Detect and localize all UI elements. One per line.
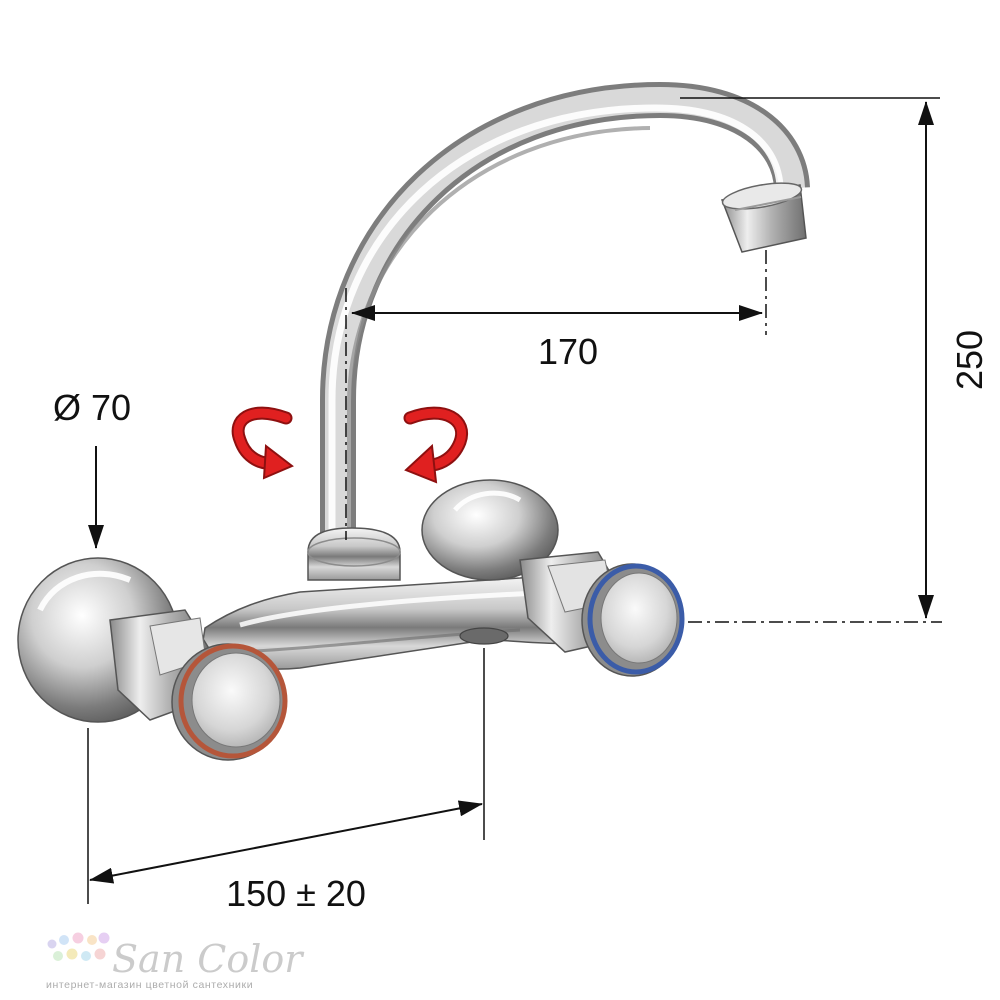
hot-indicator-ring	[178, 643, 288, 759]
aerator	[720, 182, 807, 253]
brand-watermark: San Color интернет-магазин цветной санте…	[46, 932, 305, 991]
rotate-arrow-icon	[231, 406, 294, 480]
spout	[320, 81, 810, 544]
diameter-label: Ø 70	[53, 387, 131, 428]
brand-name: San Color	[112, 937, 305, 981]
hot-handle	[171, 643, 288, 761]
spout-collar	[307, 527, 401, 581]
brand-logo-dots	[47, 932, 110, 961]
cold-indicator-ring	[587, 563, 685, 675]
reach-dimension-label: 170	[538, 331, 598, 372]
rotate-arrow-right	[403, 406, 468, 484]
brand-tagline: интернет-магазин цветной сантехники	[46, 979, 253, 991]
rotate-arrow-left	[231, 406, 294, 480]
center-distance-label: 150 ± 20	[226, 873, 366, 914]
right-wall-flange	[421, 479, 559, 581]
center-distance-dimension-line	[89, 800, 483, 884]
height-dimension-label: 250	[949, 330, 990, 390]
faucet-illustration	[17, 81, 810, 761]
rotate-arrow-icon	[403, 406, 468, 484]
cold-handle	[581, 563, 685, 677]
